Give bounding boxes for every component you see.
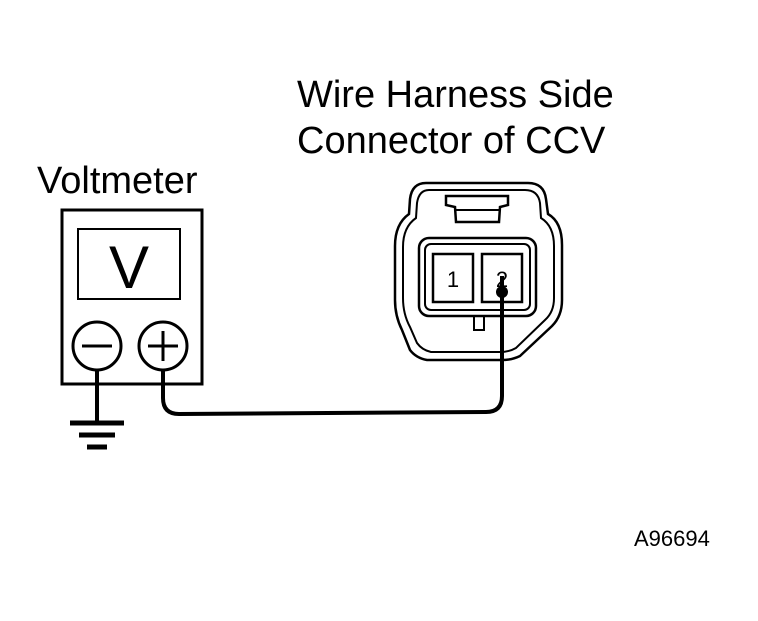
terminal-housing-inner bbox=[424, 243, 531, 311]
connector-title-line2: Connector of CCV bbox=[297, 120, 606, 162]
voltmeter-display: V bbox=[109, 234, 149, 301]
pin-1-cavity bbox=[431, 252, 475, 304]
pin-1-label: 1 bbox=[447, 267, 459, 292]
figure-code: A96694 bbox=[634, 526, 710, 551]
connector-outer-shell bbox=[393, 181, 564, 362]
connector-lock-tab bbox=[444, 194, 510, 224]
pin-2-label: 2 bbox=[496, 267, 508, 292]
negative-terminal bbox=[71, 320, 123, 372]
pin-2-cavity bbox=[480, 252, 524, 304]
positive-terminal bbox=[137, 320, 189, 372]
connector-title-line1: Wire Harness Side bbox=[297, 74, 614, 116]
probe-wire bbox=[161, 276, 504, 417]
voltmeter-screen bbox=[77, 228, 181, 300]
voltmeter-label: Voltmeter bbox=[37, 160, 198, 202]
ground-icon bbox=[70, 370, 124, 450]
voltmeter: V bbox=[60, 208, 204, 386]
harness-connector: 1 2 bbox=[393, 181, 564, 362]
connector-key bbox=[473, 315, 485, 331]
voltmeter-body bbox=[60, 208, 204, 386]
connector-inner-shell bbox=[402, 189, 555, 353]
probe-contact-dot bbox=[496, 286, 508, 298]
terminal-housing bbox=[417, 236, 538, 318]
